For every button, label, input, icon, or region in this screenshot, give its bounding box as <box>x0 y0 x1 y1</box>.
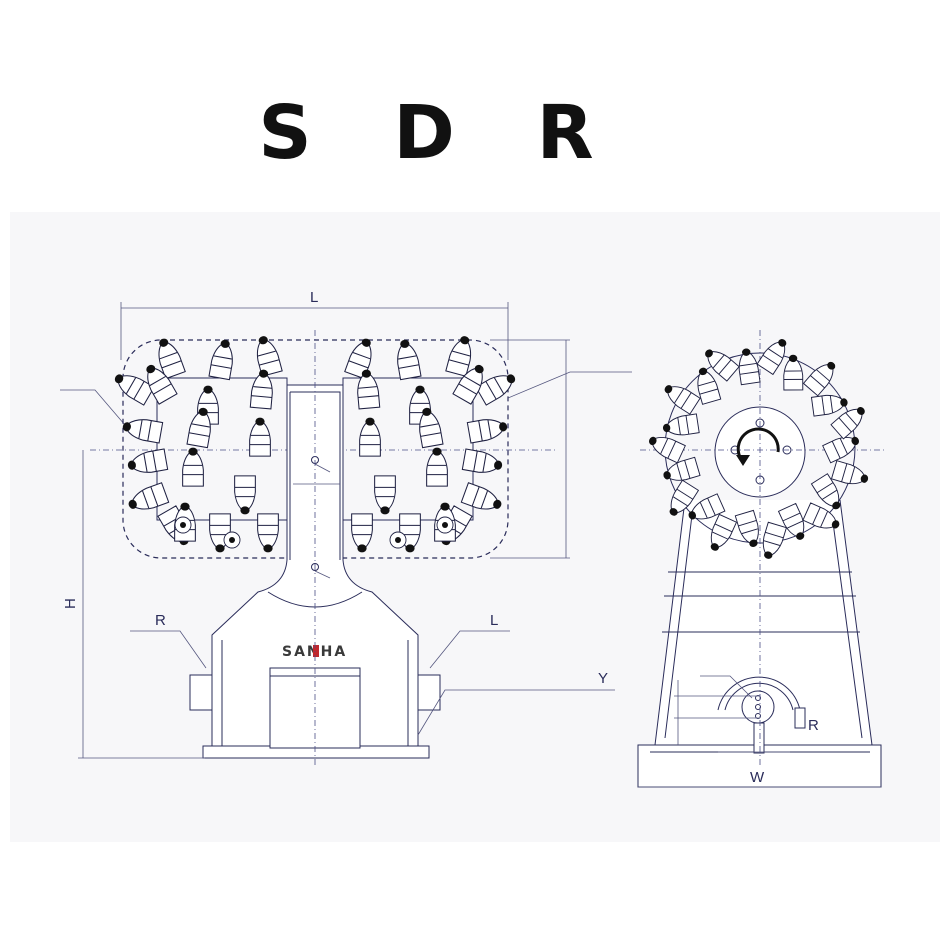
label-rotation-left: L <box>490 612 498 629</box>
port-hole-1 <box>755 695 761 701</box>
cutter-bit <box>344 338 372 380</box>
label-rotation-right: R <box>155 612 166 629</box>
port-stem <box>753 722 765 754</box>
cutter-bit <box>208 339 233 381</box>
cutter-bit <box>445 336 472 377</box>
bit-socket-core <box>229 537 235 543</box>
motor-right <box>417 674 441 711</box>
cutter-bit <box>249 417 271 457</box>
port-hole-3 <box>755 713 761 719</box>
cutter-bit <box>822 436 860 464</box>
neck-inner <box>290 391 341 560</box>
cutter-bit <box>669 479 700 516</box>
port-arc-inner <box>724 682 794 711</box>
cutter-bit <box>738 348 761 386</box>
cutter-bit <box>810 473 841 510</box>
leader-left <box>60 389 126 426</box>
side-cutter-bits <box>648 339 869 559</box>
cutter-bit <box>146 364 178 405</box>
cutter-bit <box>710 513 738 551</box>
side-frame-inner <box>664 514 863 739</box>
cutter-bit <box>122 419 164 444</box>
cutter-bit <box>256 336 283 377</box>
label-height: H <box>62 598 79 609</box>
cutter-bit <box>783 354 804 391</box>
cutter-bit <box>426 447 448 487</box>
port-r-block <box>794 707 806 729</box>
rotation-arrowhead-icon <box>736 455 750 466</box>
cutter-bit <box>461 448 503 473</box>
cutter-bit <box>359 417 381 457</box>
cutter-bit <box>351 513 373 553</box>
port-leader <box>700 675 753 699</box>
page-title: S D R <box>258 90 622 176</box>
label-length: L <box>310 289 318 306</box>
bit-socket-core <box>442 522 448 528</box>
cutter-bit <box>257 513 279 553</box>
cutter-bit <box>664 385 701 415</box>
cutter-bit <box>114 374 155 406</box>
cutter-bit <box>158 338 186 380</box>
cutter-bit <box>662 413 700 436</box>
cutter-bit <box>802 361 836 397</box>
neck-mark-leader-2 <box>314 570 331 579</box>
cutter-bit <box>734 509 759 547</box>
cutter-bit <box>397 339 422 381</box>
bit-socket-core <box>395 537 401 543</box>
neck-mark-bottom <box>311 563 319 571</box>
cutter-bit <box>128 482 170 510</box>
cutter-bit <box>127 448 169 473</box>
cutter-bit <box>762 521 787 559</box>
cutter-bit <box>186 407 211 449</box>
cutter-bit <box>234 475 256 515</box>
leader-port <box>417 689 615 736</box>
cutter-bit <box>475 374 516 406</box>
brand-accent <box>313 645 319 657</box>
cutter-bit <box>460 482 502 510</box>
cutter-bit <box>648 436 686 464</box>
port-hole-2 <box>755 704 761 710</box>
side-view: R W <box>637 330 885 788</box>
neck-mark-leader <box>314 463 331 473</box>
label-port: Y <box>598 670 608 687</box>
cutter-bit <box>357 369 381 410</box>
cutter-bit <box>688 493 726 520</box>
cutter-bit <box>777 502 805 540</box>
cutter-bit <box>452 364 484 405</box>
cutter-bit <box>810 394 848 417</box>
cutter-bit <box>419 407 444 449</box>
cutter-bit <box>466 419 508 444</box>
rotation-arrow-icon <box>736 427 780 463</box>
leader-rotation-right <box>130 630 207 669</box>
cutter-bit <box>705 349 740 382</box>
cutter-bit <box>249 369 273 410</box>
cutter-bit <box>756 339 787 376</box>
cutter-bit <box>830 406 865 440</box>
cutter-bit <box>663 456 701 481</box>
cutter-bit <box>374 475 396 515</box>
leader-right <box>507 371 632 399</box>
cutter-bit <box>830 460 869 485</box>
cutter-bit <box>697 367 722 405</box>
bit-socket-core <box>180 522 186 528</box>
front-view: L <box>60 289 632 765</box>
cutter-bit <box>802 502 840 529</box>
cutter-bit <box>182 447 204 487</box>
label-side-rotation: R <box>808 717 819 734</box>
motor-left <box>189 674 213 711</box>
leader-rotation-left <box>429 630 510 669</box>
label-width: W <box>750 769 765 786</box>
front-cutter-bits <box>114 336 516 553</box>
